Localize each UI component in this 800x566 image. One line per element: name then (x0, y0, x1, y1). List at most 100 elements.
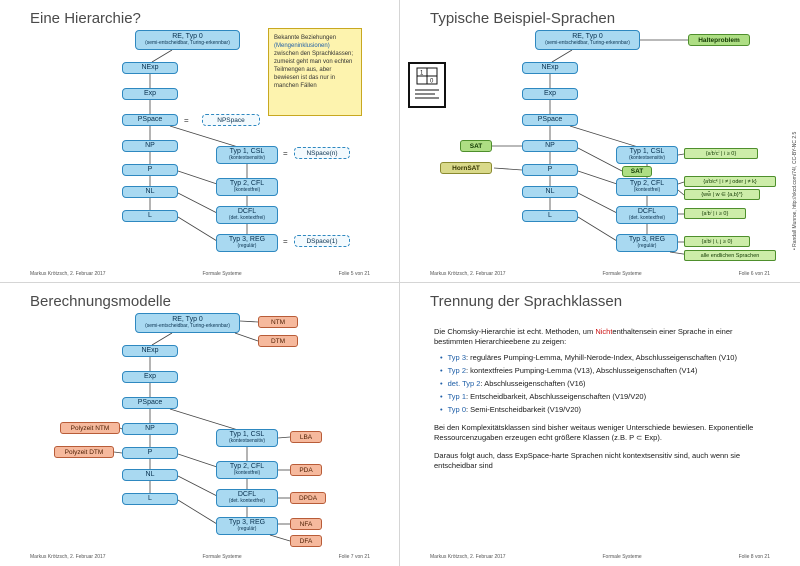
slide-3-berechnungsmodelle: Berechnungsmodelle RE, Typ 0 (semi-entsc… (0, 282, 401, 566)
slide-footer: Markus Krötzsch, 2. Februar 2017 Formale… (430, 271, 770, 277)
node-re-typ0: RE, Typ 0 (semi-entscheidbar, Turing-erk… (135, 313, 240, 333)
node-label: P (147, 165, 153, 173)
intro-text: enthaltensein einer Sprache in einer bes… (434, 327, 733, 346)
node-nl: NL (122, 469, 178, 481)
machine-ntm: NTM (258, 316, 298, 328)
footer-author: Markus Krötzsch, 2. Februar 2017 (30, 554, 106, 560)
slide-footer: Markus Krötzsch, 2. Februar 2017 Formale… (30, 271, 370, 277)
node-sublabel: (semi-entscheidbar, Turing-erkennbar) (145, 323, 230, 330)
node-sublabel: (regulär) (237, 526, 257, 533)
node-l: L (522, 210, 578, 222)
node-reg: Typ 3, REG (regulär) (616, 234, 678, 252)
node-sublabel: (kontextfrei) (233, 187, 261, 194)
node-label: RE, Typ 0 (172, 316, 203, 324)
footer-course: Formale Systeme (602, 554, 642, 560)
node-sublabel: (semi-entscheidbar, Turing-erkennbar) (545, 40, 630, 47)
bullet-rest: : Semi-Entscheidbarkeit (V19/V20) (465, 405, 582, 414)
node-label: Typ 3, REG (228, 519, 266, 527)
node-label: NExp (141, 346, 159, 354)
footer-page-number: Folie 8 von 21 (738, 554, 770, 560)
bullet-list: • Typ 3: reguläres Pumping-Lemma, Myhill… (440, 353, 754, 415)
node-label: DSpace(1) (306, 237, 338, 245)
node-label: P (547, 165, 553, 173)
node-pspace: PSpace (522, 114, 578, 126)
node-label: NL (145, 470, 155, 478)
bullet-text: Typ 2: kontextfreies Pumping-Lemma (V13)… (448, 366, 698, 376)
node-label: Typ 1, CSL (629, 148, 665, 156)
bullet-rest: : kontextfreies Pumping-Lemma (V13), Abs… (465, 366, 698, 375)
node-label: Exp (543, 89, 557, 97)
node-nexp: NExp (122, 62, 178, 74)
node-label: NP (145, 424, 155, 432)
node-sublabel: (kontextfrei) (233, 470, 261, 477)
node-label: RE, Typ 0 (572, 33, 603, 41)
node-exp: Exp (122, 371, 178, 383)
node-sublabel: (det. kontextfrei) (228, 215, 266, 222)
node-label: NExp (141, 63, 159, 71)
node-label: L (548, 211, 552, 219)
machine-label: PDA (299, 466, 313, 474)
node-label: PSpace (137, 115, 163, 123)
bullet-icon: • (440, 366, 443, 375)
note-highlight: (Mengeninklusionen) (274, 43, 330, 49)
list-item: • Typ 3: reguläres Pumping-Lemma, Myhill… (440, 353, 754, 363)
xkcd-comic: 1 0 (408, 62, 446, 108)
bullet-icon: • (440, 392, 443, 401)
page-title: Typische Beispiel-Sprachen (430, 10, 616, 27)
node-sublabel: (kontextfrei) (633, 187, 661, 194)
example-reg-language: {aⁱbʲ | i, j ≥ 0} (684, 236, 750, 247)
formula-text: {aⁱbⁱ | i ≥ 0} (701, 210, 729, 217)
intro-highlight-nicht: Nicht (595, 327, 613, 336)
example-label: SAT (469, 142, 483, 150)
node-label: Typ 3, REG (628, 236, 666, 244)
example-label: SAT (630, 168, 644, 175)
example-dcfl-language: {aⁱbⁱ | i ≥ 0} (684, 208, 746, 219)
footer-course: Formale Systeme (202, 271, 242, 277)
node-npspace: NPSpace (202, 114, 260, 126)
node-sublabel: (det. kontextfrei) (628, 215, 666, 222)
list-item: • Typ 2: kontextfreies Pumping-Lemma (V1… (440, 366, 754, 376)
node-sublabel: (regulär) (637, 243, 657, 250)
list-item: • det. Typ 2: Abschlusseigenschaften (V1… (440, 379, 754, 389)
machine-label: NFA (299, 520, 313, 528)
note-text: Bekannte Beziehungen (274, 35, 337, 41)
node-cfl: Typ 2, CFL (kontextfrei) (616, 178, 678, 196)
example-cfl-language-1: {aⁱbʲcᵏ | i ≠ j oder j ≠ k} (684, 176, 776, 187)
node-pspace: PSpace (122, 397, 178, 409)
machine-label: NTM (270, 318, 286, 326)
node-nspace-n: NSpace(n) (294, 147, 350, 159)
footer-page-number: Folie 7 von 21 (338, 554, 370, 560)
node-label: Typ 3, REG (228, 236, 266, 244)
node-label: L (148, 211, 152, 219)
page-title: Berechnungsmodelle (30, 293, 171, 310)
example-finite-languages: alle endlichen Sprachen (684, 250, 776, 261)
machine-label: DFA (299, 537, 313, 545)
comic-digit-zero: 0 (430, 79, 434, 85)
example-cfl-language-2: {ww̃ | w ∈ {a,b}*} (684, 189, 760, 200)
footer-page-number: Folie 6 von 21 (738, 271, 770, 277)
machine-label: DPDA (298, 494, 318, 502)
bullet-text: det. Typ 2: Abschlusseigenschaften (V16) (448, 379, 586, 389)
node-exp: Exp (522, 88, 578, 100)
footer-author: Markus Krötzsch, 2. Februar 2017 (430, 554, 506, 560)
bullet-key: Typ 3 (447, 353, 466, 362)
node-label: NPSpace (217, 116, 245, 124)
machine-dtm: DTM (258, 335, 298, 347)
node-exp: Exp (122, 88, 178, 100)
node-p: P (522, 164, 578, 176)
node-label: Typ 2, CFL (229, 463, 265, 471)
node-p: P (122, 447, 178, 459)
footer-course: Formale Systeme (602, 271, 642, 277)
equals-sign: = (283, 237, 288, 246)
node-label: PSpace (537, 115, 563, 123)
equals-sign: = (283, 149, 288, 158)
footer-author: Markus Krötzsch, 2. Februar 2017 (30, 271, 106, 277)
node-sublabel: (det. kontextfrei) (228, 498, 266, 505)
node-sublabel: (kontextsensitiv) (228, 155, 266, 162)
node-p: P (122, 164, 178, 176)
page-title: Trennung der Sprachklassen (430, 293, 623, 310)
hierarchy-diagram: RE, Typ 0 (semi-entscheidbar, Turing-erk… (400, 0, 800, 283)
node-label: PSpace (137, 398, 163, 406)
machine-polyzeit-dtm: Polyzeit DTM (54, 446, 114, 458)
formula-text: alle endlichen Sprachen (700, 252, 760, 259)
